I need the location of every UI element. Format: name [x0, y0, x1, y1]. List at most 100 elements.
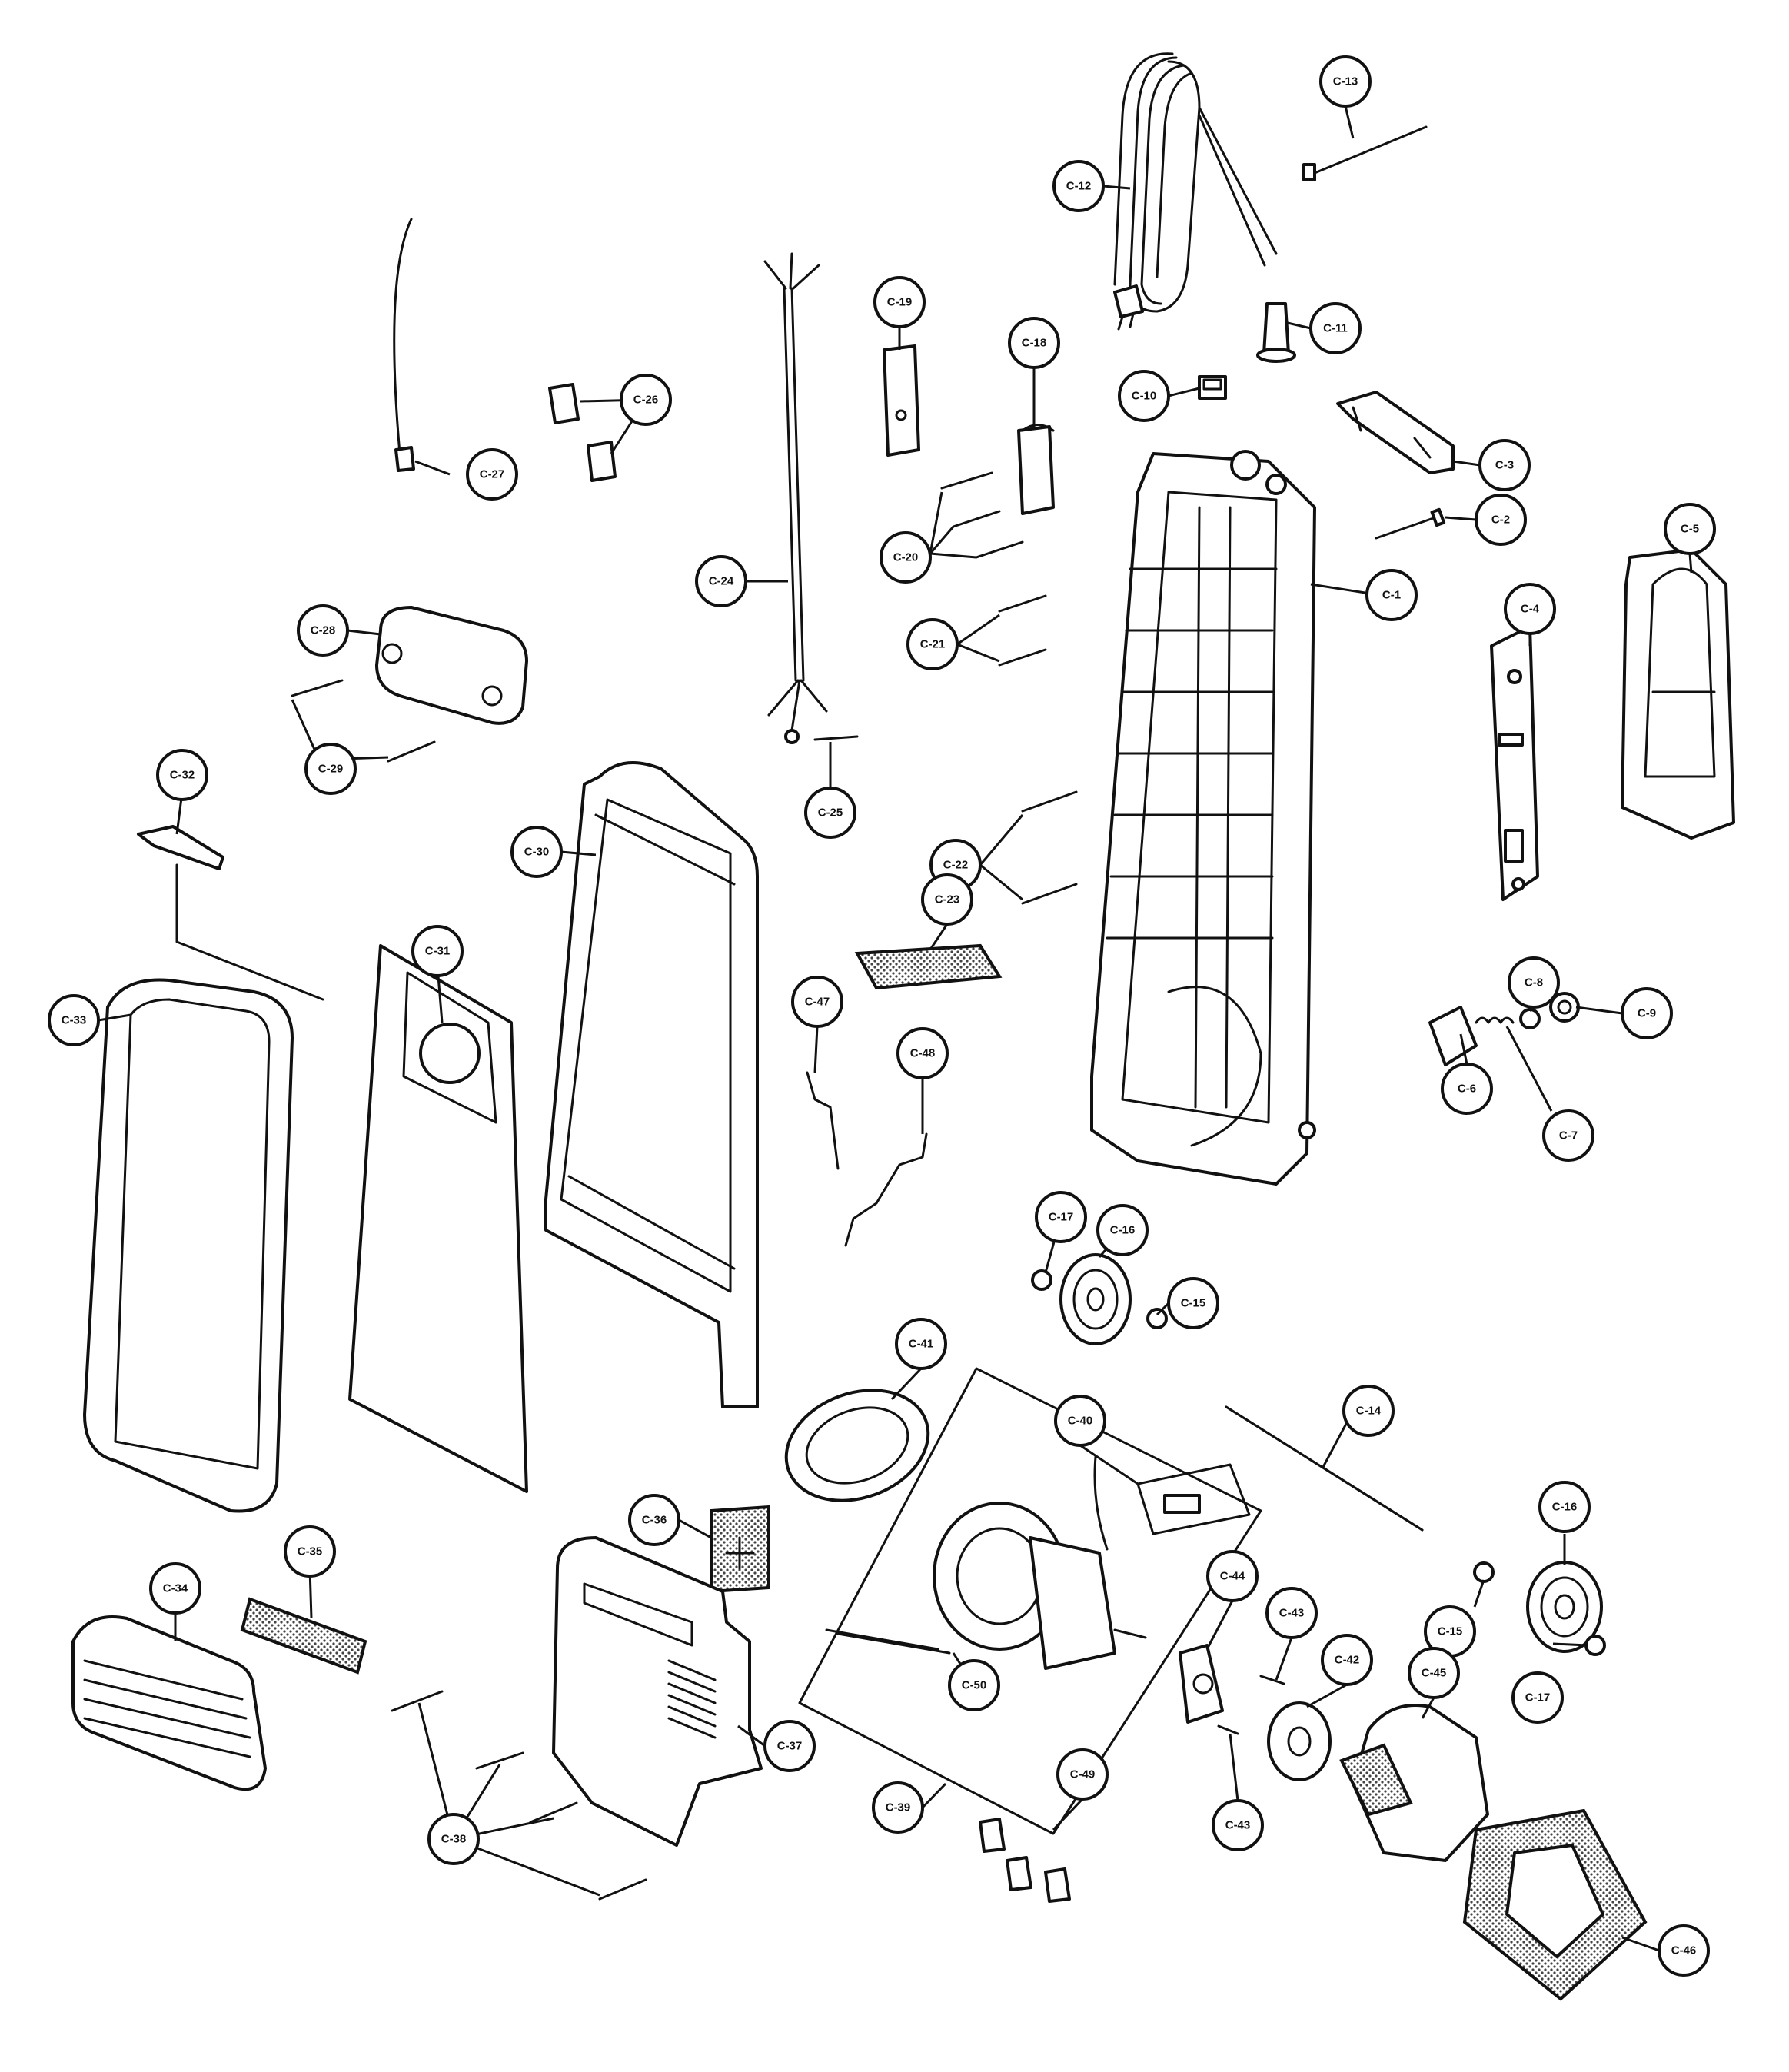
callout-label: C-43 — [1279, 1607, 1305, 1620]
callout-c-3: C-3 — [1478, 439, 1531, 491]
callout-c-34: C-34 — [149, 1562, 201, 1615]
callout-label: C-28 — [311, 624, 336, 637]
callout-label: C-48 — [910, 1047, 936, 1060]
vent-grille-part — [71, 1615, 267, 1791]
callout-label: C-36 — [642, 1514, 667, 1527]
callout-c-32: C-32 — [156, 749, 208, 801]
callout-label: C-46 — [1671, 1944, 1697, 1957]
callout-layer: C-1 C-2 C-3 C-4 C-5 C-6 C-7 C-8 C-9 C-10… — [48, 55, 1716, 1977]
callout-label: C-38 — [441, 1833, 467, 1846]
callout-label: C-35 — [298, 1545, 323, 1558]
callout-c-20: C-20 — [880, 531, 932, 584]
callout-label: C-1 — [1382, 589, 1401, 602]
callout-c-43: C-43 — [1265, 1587, 1318, 1639]
callout-label: C-2 — [1491, 514, 1510, 527]
callout-label: C-26 — [633, 394, 659, 407]
callout-c-41: C-41 — [895, 1318, 947, 1370]
fan-disc-part — [1267, 1701, 1332, 1781]
bag-frame-part — [544, 761, 759, 1408]
wire-bracket-part — [883, 344, 920, 457]
callout-label: C-47 — [805, 996, 830, 1009]
callout-label: C-44 — [1220, 1570, 1245, 1583]
motor-assembly-part — [798, 1367, 1262, 1835]
rear-bracket-part — [1621, 548, 1735, 840]
callout-label: C-3 — [1495, 459, 1514, 472]
callout-label: C-13 — [1333, 75, 1358, 88]
cord-rod-part — [1302, 125, 1428, 181]
cover-plate-part — [1490, 625, 1539, 901]
callout-label: C-25 — [818, 807, 843, 820]
latch-part — [137, 825, 324, 1001]
callout-label: C-16 — [1110, 1224, 1136, 1237]
callout-c-16: C-16 — [1538, 1481, 1591, 1533]
bent-rod-part — [806, 1071, 840, 1170]
callout-label: C-9 — [1638, 1007, 1656, 1020]
callout-label: C-15 — [1181, 1297, 1206, 1310]
gasket-ring-part — [784, 1389, 930, 1502]
main-housing-part — [1090, 450, 1316, 1186]
callout-c-37: C-37 — [763, 1720, 816, 1772]
bag-cover-part — [83, 978, 294, 1513]
panel-screw-part — [391, 1690, 647, 1901]
callout-label: C-34 — [163, 1582, 188, 1595]
callout-label: C-17 — [1525, 1691, 1551, 1704]
callout-label: C-42 — [1335, 1654, 1360, 1667]
filter-pad-part — [854, 943, 1003, 990]
callout-label: C-7 — [1559, 1129, 1578, 1142]
callout-label: C-21 — [920, 638, 946, 651]
callout-c-8: C-8 — [1508, 956, 1560, 1009]
callout-c-21: C-21 — [906, 618, 959, 670]
wheel-part — [1059, 1253, 1603, 1653]
callout-label: C-10 — [1132, 390, 1157, 403]
wire-nut-part — [548, 383, 617, 482]
callout-c-7: C-7 — [1542, 1109, 1594, 1162]
power-cord-part — [1113, 52, 1278, 331]
motor-mount-part — [1179, 1644, 1224, 1724]
callout-c-36: C-36 — [628, 1494, 680, 1546]
callout-label: C-4 — [1521, 603, 1540, 616]
motor-wire-nut-part — [979, 1818, 1071, 1903]
callout-label: C-27 — [480, 468, 505, 481]
callout-c-19: C-19 — [873, 276, 926, 328]
wire-harness-part — [763, 252, 828, 744]
callout-c-40: C-40 — [1054, 1395, 1106, 1447]
power-switch-part — [1198, 375, 1227, 400]
callout-c-46: C-46 — [1658, 1924, 1710, 1977]
callout-c-44: C-44 — [1206, 1550, 1259, 1602]
callout-c-25: C-25 — [804, 787, 856, 839]
callout-label: C-8 — [1525, 976, 1543, 989]
callout-c-27: C-27 — [466, 448, 518, 501]
housing-screw-part — [998, 594, 1047, 667]
callout-c-5: C-5 — [1664, 503, 1716, 555]
housing-gasket-part — [1462, 1808, 1648, 2001]
long-screw-part — [1021, 790, 1078, 905]
callout-c-12: C-12 — [1052, 160, 1105, 212]
callout-c-15: C-15 — [1167, 1277, 1219, 1329]
callout-label: C-12 — [1066, 180, 1092, 193]
callout-c-30: C-30 — [510, 826, 563, 878]
callout-label: C-19 — [887, 296, 913, 309]
callout-c-26: C-26 — [620, 374, 672, 426]
callout-c-29: C-29 — [304, 743, 357, 795]
callout-label: C-5 — [1681, 523, 1699, 536]
callout-label: C-40 — [1068, 1415, 1093, 1428]
callout-label: C-41 — [909, 1338, 934, 1351]
callout-label: C-6 — [1458, 1083, 1476, 1096]
z-bracket-part — [844, 1132, 928, 1247]
callout-c-18: C-18 — [1008, 317, 1060, 369]
cap-screw-part — [291, 679, 436, 763]
callout-label: C-14 — [1356, 1405, 1382, 1418]
callout-label: C-23 — [935, 893, 960, 906]
callout-c-2: C-2 — [1475, 494, 1527, 546]
screw-part — [1375, 507, 1446, 540]
callout-label: C-30 — [524, 846, 550, 859]
callout-label: C-45 — [1422, 1667, 1447, 1680]
spring-assembly-part — [1428, 992, 1580, 1066]
callout-c-28: C-28 — [297, 604, 349, 657]
handle-grip-part — [1336, 391, 1455, 474]
callout-c-35: C-35 — [284, 1525, 336, 1578]
fan-screw-part — [1217, 1675, 1285, 1735]
callout-c-38: C-38 — [427, 1813, 480, 1865]
parts-layer — [71, 52, 1735, 2001]
callout-label: C-20 — [893, 551, 919, 564]
